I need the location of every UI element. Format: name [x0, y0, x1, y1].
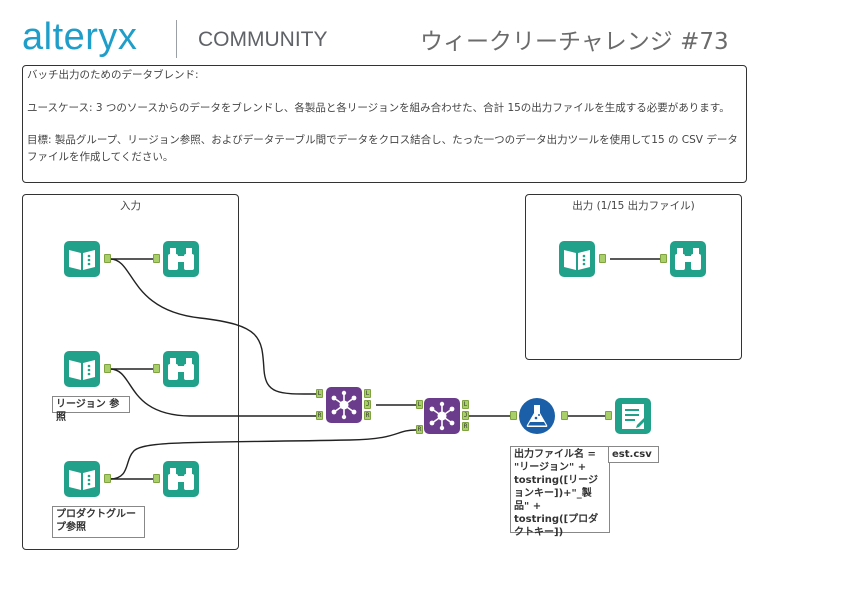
logo-divider [176, 20, 177, 58]
join-left-input-anchor[interactable]: L [316, 389, 323, 398]
binoculars-icon [163, 351, 199, 387]
input-anchor[interactable] [153, 254, 160, 263]
input-data-tool-1[interactable] [64, 241, 100, 277]
input-anchor[interactable] [660, 254, 667, 263]
formula-tool[interactable] [519, 398, 555, 434]
input-container[interactable]: 入力 [22, 194, 239, 550]
wire-input1-join1-left [109, 258, 317, 395]
join-tool-1[interactable] [326, 387, 362, 423]
description-line-3: 目標: 製品グループ、リージョン参照、およびデータテーブル間でデータをクロス結合… [27, 134, 738, 163]
alteryx-logo: alteryx [22, 16, 138, 58]
input-anchor[interactable] [153, 364, 160, 373]
community-label: COMMUNITY [198, 28, 328, 51]
book-icon [64, 351, 100, 387]
join-left-input-anchor[interactable]: L [416, 400, 423, 409]
wire-input3-join2-right [109, 429, 417, 480]
formula-annotation: 出力ファイル名 = "リージョン" + tostring([リージョンキー])+… [510, 446, 610, 538]
output-data-tool[interactable] [615, 398, 651, 434]
browse-tool-3[interactable] [163, 461, 199, 497]
join-right-input-anchor[interactable]: R [316, 411, 323, 420]
output-container[interactable]: 出力 (1/15 出力ファイル) [525, 194, 742, 360]
wire-input2-join1-right [109, 368, 316, 417]
output-container-title: 出力 (1/15 出力ファイル) [572, 200, 695, 212]
flask-icon [519, 398, 555, 434]
binoculars-icon [163, 241, 199, 277]
product-group-reference-annotation: プロダクトグループ参照 [52, 506, 145, 538]
input-data-tool-2[interactable] [64, 351, 100, 387]
output-anchor[interactable] [104, 254, 111, 263]
binoculars-icon [670, 241, 706, 277]
output-notepad-icon [615, 398, 651, 434]
join-join-output-anchor[interactable]: J [462, 411, 469, 420]
output-anchor[interactable] [104, 364, 111, 373]
binoculars-icon [163, 461, 199, 497]
book-icon [64, 241, 100, 277]
join-left-output-anchor[interactable]: L [364, 389, 371, 398]
challenge-title: ウィークリーチャレンジ #73 [420, 29, 729, 55]
output-anchor[interactable] [599, 254, 606, 263]
input-data-tool-3[interactable] [64, 461, 100, 497]
browse-tool-output-preview[interactable] [670, 241, 706, 277]
description-line-2: ユースケース: 3 つのソースからのデータをブレンドし、各製品と各リージョンを組… [27, 101, 730, 114]
join-join-output-anchor[interactable]: J [364, 400, 371, 409]
join-right-output-anchor[interactable]: R [462, 422, 469, 431]
book-icon [559, 241, 595, 277]
join-network-icon [424, 398, 460, 434]
input-anchor[interactable] [605, 411, 612, 420]
region-reference-annotation: リージョン 参照 [52, 396, 130, 423]
join-left-output-anchor[interactable]: L [462, 400, 469, 409]
browse-tool-2[interactable] [163, 351, 199, 387]
input-container-title: 入力 [120, 200, 141, 212]
book-icon [64, 461, 100, 497]
join-right-input-anchor[interactable]: R [416, 425, 423, 434]
output-anchor[interactable] [561, 411, 568, 420]
join-tool-2[interactable] [424, 398, 460, 434]
join-network-icon [326, 387, 362, 423]
output-anchor[interactable] [104, 474, 111, 483]
input-anchor[interactable] [153, 474, 160, 483]
input-anchor[interactable] [510, 411, 517, 420]
description-line-1: バッチ出力のためのデータブレンド: [27, 69, 199, 81]
output-file-annotation: est.csv [608, 446, 659, 463]
description-comment-box[interactable]: バッチ出力のためのデータブレンド: ユースケース: 3 つのソースからのデータを… [22, 65, 747, 183]
input-data-tool-output-preview[interactable] [559, 241, 595, 277]
browse-tool-1[interactable] [163, 241, 199, 277]
join-right-output-anchor[interactable]: R [364, 411, 371, 420]
